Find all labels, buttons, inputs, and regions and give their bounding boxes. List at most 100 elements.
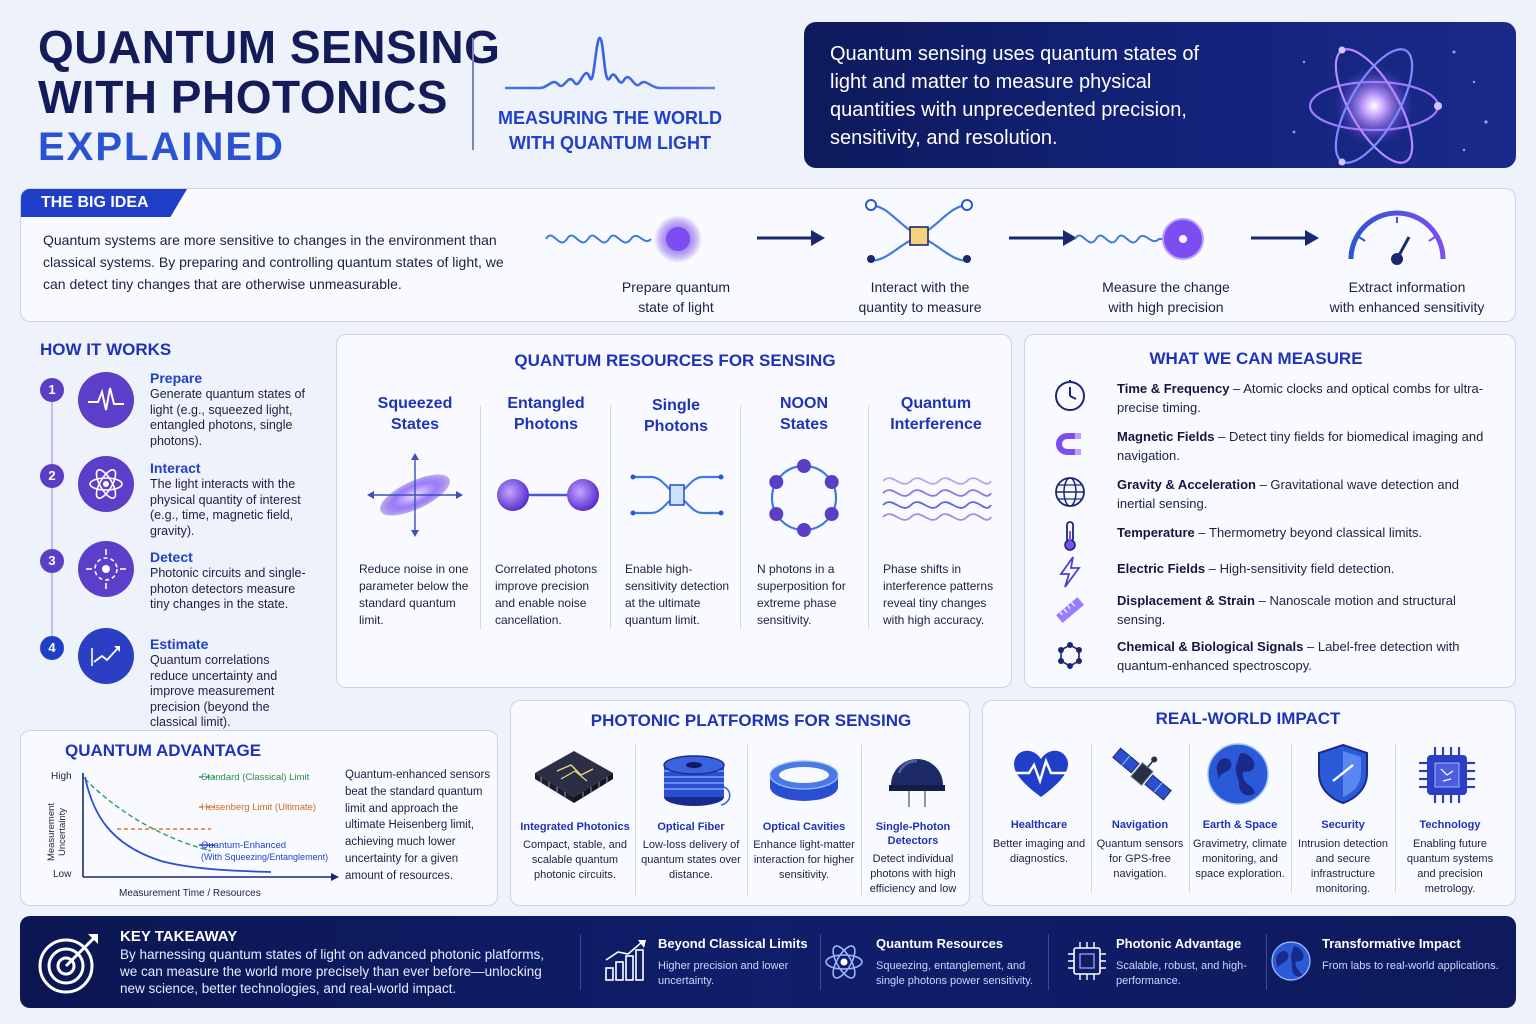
measure-title: WHAT WE CAN MEASURE — [1149, 349, 1363, 368]
step-label-measure: Measure the change with high precision — [1071, 277, 1261, 317]
advantage-title: QUANTUM ADVANTAGE — [65, 741, 262, 760]
measure-item: Time & Frequency – Atomic clocks and opt… — [1117, 379, 1497, 417]
resource-name-line: Squeezed — [377, 395, 453, 412]
resources-title: QUANTUM RESOURCES FOR SENSING — [514, 351, 836, 370]
impact-text: Intrusion detection and secure infrastru… — [1298, 838, 1388, 895]
column-divider — [740, 405, 741, 629]
measure-item: Magnetic Fields – Detect tiny fields for… — [1117, 427, 1497, 465]
target-icon — [38, 934, 98, 994]
prepare-state-icon — [545, 215, 702, 263]
magnet-icon — [1056, 433, 1081, 455]
arrow-icon — [757, 230, 825, 246]
resources-card: QUANTUM RESOURCES FOR SENSING Squeezed S… — [336, 334, 1012, 688]
arrow-icon — [1251, 230, 1319, 246]
resource-squeezed: Squeezed States — [351, 393, 479, 435]
impact-name: Navigation — [1111, 819, 1169, 831]
step-title: Prepare — [150, 370, 203, 386]
how-it-works-section: HOW IT WORKS 1 Prepare Generate quantum … — [20, 334, 330, 729]
column-divider — [1395, 743, 1396, 893]
standard-limit-curve — [84, 778, 212, 852]
impact-card: REAL-WORLD IMPACT Healthcare Better imag… — [982, 700, 1516, 906]
photonic-chip-icon — [630, 474, 724, 516]
footer-item: Photonic Advantage Scalable, robust, and… — [1116, 936, 1266, 989]
advantage-card: QUANTUM ADVANTAGE High Low Measurement U… — [20, 730, 498, 906]
legend-heisenberg: Heisenberg Limit (Ultimate) — [201, 802, 317, 813]
resource-name-line: Single — [651, 397, 700, 414]
timeline-line — [51, 388, 53, 648]
footer-item-title: Photonic Advantage — [1116, 936, 1242, 951]
footer-divider — [1266, 934, 1267, 990]
footer-item: Transformative Impact From labs to real-… — [1322, 936, 1502, 974]
measure-item-name: Gravity & Acceleration — [1117, 477, 1256, 492]
waveform-icon — [505, 36, 715, 90]
measure-item: Gravity & Acceleration – Gravitational w… — [1117, 475, 1497, 513]
interference-waves-icon — [882, 477, 992, 521]
lightning-icon — [1059, 556, 1081, 588]
arrow-icon — [1009, 230, 1077, 246]
advantage-text: Quantum-enhanced sensors beat the standa… — [345, 769, 491, 882]
how-step-estimate: 4 Estimate Quantum correlations reduce u… — [20, 628, 330, 729]
atom-icon — [825, 945, 863, 979]
entangled-photons-icon — [497, 479, 599, 511]
impact-title: REAL-WORLD IMPACT — [1155, 709, 1341, 728]
platforms-card: PHOTONIC PLATFORMS FOR SENSING Integrate… — [510, 700, 970, 906]
tagline-line2: WITH QUANTUM LIGHT — [509, 133, 711, 153]
step-label-line: with enhanced sensitivity — [1329, 299, 1485, 315]
atom-icon — [1292, 46, 1488, 166]
resource-name-line: States — [390, 416, 440, 433]
measure-card: WHAT WE CAN MEASURE Time & Frequency – A… — [1024, 334, 1516, 688]
x-axis-arrow — [331, 873, 339, 881]
summary-banner: Quantum sensing uses quantum states of l… — [804, 22, 1516, 168]
platform-name: Integrated Photonics — [520, 821, 630, 833]
measure-item-name: Time & Frequency — [1117, 381, 1230, 396]
y-axis-label: Measurement Uncertainty — [46, 802, 68, 862]
platform-name: Optical Fiber — [657, 821, 725, 833]
resource-name: Entangled Photons — [483, 393, 609, 435]
cpu-icon — [1419, 747, 1475, 803]
measure-item-name: Magnetic Fields — [1117, 429, 1215, 444]
step-label-line: Extract information — [1348, 279, 1466, 295]
resource-name-line: States — [779, 416, 829, 433]
column-divider — [480, 405, 481, 629]
heart-pulse-icon — [1014, 750, 1068, 797]
ruler-icon — [1056, 597, 1084, 623]
resource-single-photons: Single Photons — [613, 395, 739, 437]
measure-item: Chemical & Biological Signals – Label-fr… — [1117, 637, 1497, 675]
footer-divider — [820, 934, 821, 990]
growth-chart-icon — [605, 940, 646, 981]
interaction-icon — [865, 199, 973, 263]
takeaway-title: KEY TAKEAWAY — [120, 928, 238, 945]
footer-item-text: Squeezing, entanglement, and single phot… — [876, 960, 1033, 987]
column-divider — [747, 745, 748, 895]
tagline-line1: MEASURING THE WORLD — [498, 108, 722, 128]
page-title-line1: QUANTUM SENSING — [38, 21, 501, 73]
measure-item-name: Electric Fields — [1117, 561, 1206, 576]
chart-trend-icon — [78, 628, 134, 684]
squeezed-state-icon — [367, 453, 463, 537]
resource-name-line: Quantum — [900, 395, 972, 412]
footer-item-title: Transformative Impact — [1322, 936, 1461, 951]
clock-icon — [1055, 380, 1085, 411]
resource-name: NOON States — [741, 393, 867, 435]
measure-item-desc: – Gravitational wave detection and inert… — [1117, 477, 1460, 511]
measure-item-desc: – Label-free detection with quantum-enha… — [1117, 639, 1460, 673]
molecule-icon — [1058, 642, 1082, 669]
step-text: Photonic circuits and single-photon dete… — [150, 566, 306, 611]
legend-quantum: Quantum-Enhanced — [201, 840, 287, 851]
measure-item-desc: – High-sensitivity field detection. — [1205, 561, 1395, 576]
chip-icon — [535, 751, 613, 803]
impact-text: Gravimetry, climate monitoring, and spac… — [1193, 838, 1287, 880]
axis-tick-high: High — [51, 771, 72, 782]
column-divider — [868, 405, 869, 629]
step-label-line: Prepare quantum — [621, 279, 731, 295]
step-title: Detect — [150, 549, 193, 565]
takeaway-text: By harnessing quantum states of light on… — [120, 947, 545, 996]
footer-item-text: From labs to real-world applications. — [1322, 960, 1499, 972]
step-number-badge: 2 — [40, 464, 64, 488]
advantage-chart — [82, 773, 339, 881]
satellite-icon — [1112, 747, 1172, 801]
step-text: Generate quantum states of light (e.g., … — [150, 387, 305, 448]
pulse-wave-icon — [78, 372, 134, 428]
resource-text: Correlated photons improve precision and… — [495, 562, 598, 627]
measure-item-desc: – Nanoscale motion and structural sensin… — [1117, 593, 1456, 627]
